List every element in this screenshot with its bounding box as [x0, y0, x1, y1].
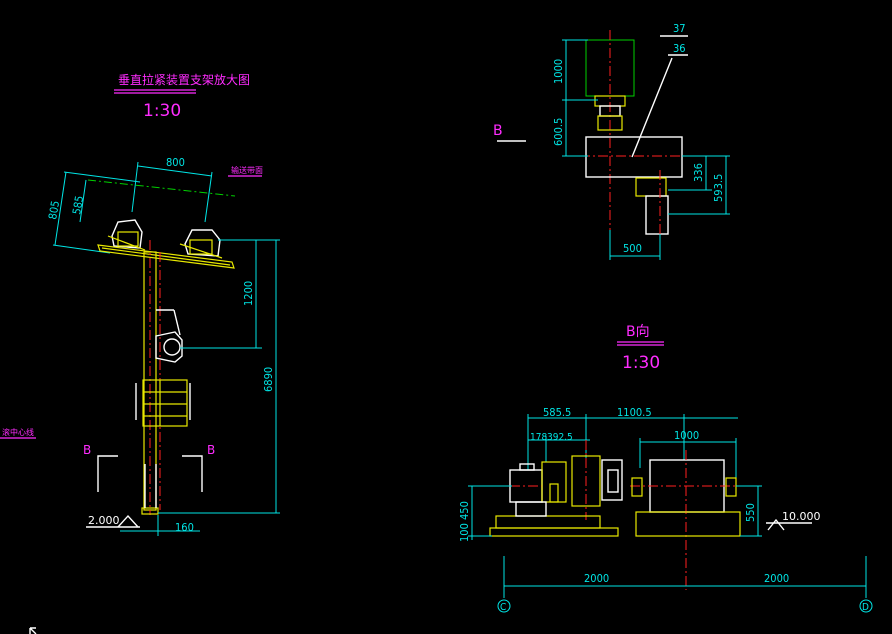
dim-h3: 550 [744, 503, 757, 522]
ext-line [131, 161, 139, 213]
b-motor-base [495, 515, 601, 529]
dim-top-width: 800 [166, 156, 185, 169]
dim-base-width: 160 [175, 521, 194, 534]
dim-h1: 450 [458, 501, 471, 520]
b-gear-2 [571, 455, 601, 507]
coupling-low [597, 115, 623, 131]
dim-box-width: 500 [623, 242, 642, 255]
dim-total-height: 6890 [262, 367, 275, 392]
leader-line [631, 57, 673, 158]
b-motor-cap [519, 463, 535, 471]
b-gear-1 [541, 461, 567, 503]
dim-span-right: 2000 [764, 572, 789, 585]
leader-label-36: 36 [673, 42, 686, 55]
belt-surface-note: 输送带面 [231, 165, 263, 175]
ext-line [52, 244, 111, 254]
b-view-scale: 1:30 [622, 353, 660, 373]
support-plate [97, 244, 235, 269]
section-line-right [182, 455, 203, 492]
section-line-left [97, 455, 118, 492]
column-base [141, 507, 159, 515]
output-flange [635, 177, 667, 197]
reducer-box [585, 136, 683, 178]
section-mark-left: B [83, 443, 91, 457]
elevation-triangle [767, 518, 785, 531]
bracket-detail [179, 243, 223, 259]
dim-upper-height: 1200 [242, 281, 255, 306]
b-coupling-inner [607, 469, 619, 493]
dim-d5: 1000 [674, 429, 699, 442]
dim-motor-height: 1000 [552, 59, 565, 84]
b-main-base [489, 527, 619, 537]
dim-outer-slant: 805 [46, 200, 62, 221]
pulley-block-left [117, 231, 139, 247]
left-view: 垂直拉紧装置支架放大图 1:30 800 输送带面 805 585 [0, 72, 280, 536]
left-view-scale: 1:30 [143, 101, 181, 121]
dim-box-total: 593.5 [712, 174, 725, 202]
pulley-block-right [189, 239, 213, 255]
dim-h2: 100 [458, 523, 471, 542]
column-clamp [155, 331, 183, 363]
clamp-ring [163, 338, 181, 356]
left-elevation: 2.000 [88, 514, 120, 527]
axis-bubble-c [497, 599, 511, 613]
counterweight-box [142, 379, 188, 427]
dim-d3: 178 [530, 432, 547, 443]
dim-shaft-height: 600.5 [552, 118, 565, 146]
top-right-view: 37 36 B 1000 600.5 336 593.5 500 [493, 22, 730, 260]
b-bearing-right [725, 477, 737, 497]
b-drum-frame [635, 511, 741, 537]
belt-centerline [87, 179, 236, 197]
dim-box-depth: 336 [692, 163, 705, 182]
dim-inner-slant: 585 [70, 195, 86, 216]
left-view-title: 垂直拉紧装置支架放大图 [118, 72, 250, 87]
dim-span-left: 2000 [584, 572, 609, 585]
ext-line [204, 171, 213, 223]
output-drum [645, 195, 669, 235]
ext-line [63, 171, 141, 183]
dim-line-800 [137, 165, 213, 177]
clamp-link [173, 309, 181, 336]
dim-d4: 392.5 [547, 432, 573, 443]
dim-d1: 585.5 [543, 406, 571, 419]
axis-label-c: C [500, 602, 506, 613]
axis-bubble-d [859, 599, 873, 613]
b-motor-foot [515, 501, 547, 517]
plate-inner-line [101, 247, 231, 266]
b-coupling [601, 459, 623, 501]
axis-label-d: D [862, 602, 869, 613]
pulley-bracket-left [111, 219, 143, 249]
roller-centerline-note: 滚中心线 [2, 427, 34, 437]
leader-label-37: 37 [673, 22, 686, 35]
b-view-title: B向 [626, 324, 650, 340]
b-gear-1-inner [549, 483, 559, 503]
bracket-detail [107, 235, 146, 251]
section-mark-right: B [207, 443, 215, 457]
right-elevation: 10.000 [782, 510, 821, 523]
cad-cursor-icon [29, 627, 37, 634]
dim-line-805 [54, 171, 67, 246]
elevation-triangle [117, 514, 139, 528]
dim-d2: 1100.5 [617, 406, 652, 419]
bottom-right-view: B向 1:30 585.5 1100.5 178 392.5 1000 [458, 324, 873, 613]
dim-line-585 [79, 179, 87, 223]
section-mark-top: B [493, 123, 503, 139]
b-bearing-left [631, 477, 643, 497]
